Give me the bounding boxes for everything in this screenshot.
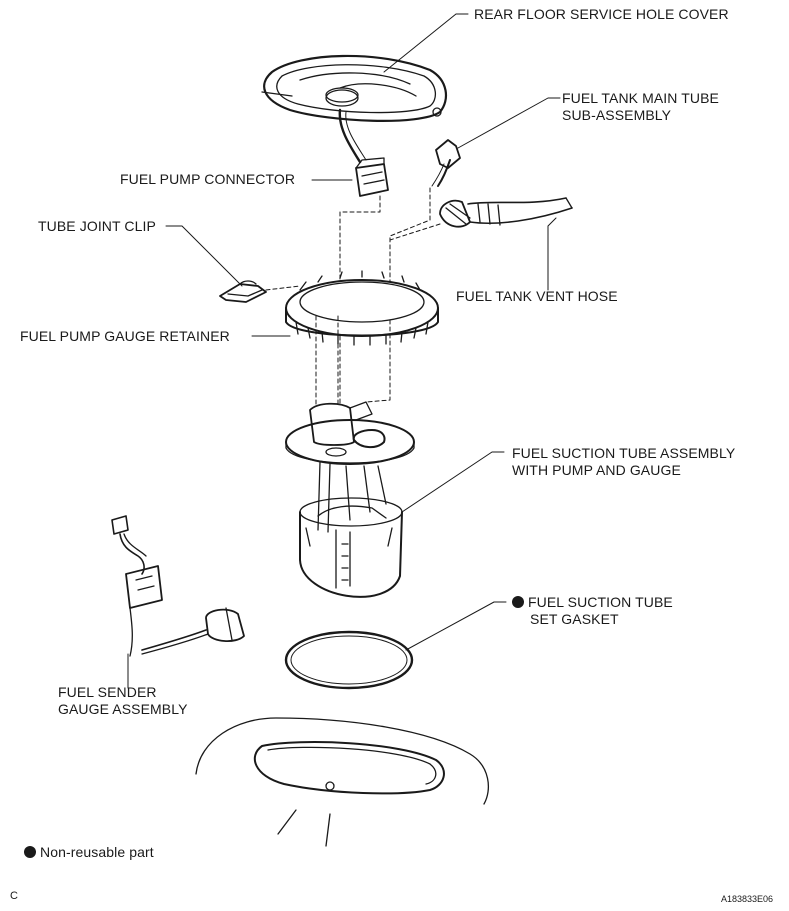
tube-joint-clip-part — [219, 280, 267, 303]
label-fuel-sender-line2: GAUGE ASSEMBLY — [58, 701, 188, 717]
legend-non-reusable-text: Non-reusable part — [40, 844, 154, 860]
label-rear-floor-service-hole-cover: REAR FLOOR SERVICE HOLE COVER — [474, 6, 729, 22]
service-hole-cover-part — [261, 54, 448, 164]
label-fuel-suction-tube-set-gasket: FUEL SUCTION TUBE SET GASKET — [512, 594, 673, 628]
label-gasket-line2: SET GASKET — [530, 611, 619, 627]
legend-bullet-icon — [24, 846, 36, 858]
retainer-ring-part — [285, 270, 439, 346]
label-fuel-suction-tube-line1: FUEL SUCTION TUBE ASSEMBLY — [512, 445, 736, 461]
label-fuel-suction-tube-assembly: FUEL SUCTION TUBE ASSEMBLY WITH PUMP AND… — [512, 445, 735, 479]
suction-tube-assembly-part — [285, 401, 415, 598]
label-tube-joint-clip: TUBE JOINT CLIP — [38, 218, 156, 234]
label-gasket-line1: FUEL SUCTION TUBE — [528, 594, 673, 610]
label-fuel-tank-main-tube-line1: FUEL TANK MAIN TUBE — [562, 90, 719, 106]
label-fuel-tank-vent-hose: FUEL TANK VENT HOSE — [456, 288, 618, 304]
main-tube-part — [431, 139, 461, 187]
figure-id: A183833E06 — [721, 894, 774, 904]
legend-non-reusable: Non-reusable part — [24, 844, 154, 861]
fuel-tank-part — [195, 717, 490, 847]
label-fuel-tank-main-tube: FUEL TANK MAIN TUBE SUB-ASSEMBLY — [562, 90, 719, 124]
vent-hose-part — [439, 197, 573, 228]
label-fuel-sender-line1: FUEL SENDER — [58, 684, 157, 700]
fuel-pump-connector-part — [355, 157, 389, 197]
gasket-ring-part — [284, 630, 414, 690]
label-fuel-pump-connector: FUEL PUMP CONNECTOR — [120, 171, 296, 187]
label-fuel-pump-gauge-retainer: FUEL PUMP GAUGE RETAINER — [20, 328, 230, 344]
label-fuel-tank-main-tube-line2: SUB-ASSEMBLY — [562, 107, 672, 123]
section-code: C — [10, 890, 19, 902]
non-reusable-bullet-icon — [512, 596, 524, 608]
label-fuel-sender-gauge-assembly: FUEL SENDER GAUGE ASSEMBLY — [58, 684, 188, 718]
fuel-sender-part — [111, 515, 245, 657]
label-fuel-suction-tube-line2: WITH PUMP AND GAUGE — [512, 462, 681, 478]
